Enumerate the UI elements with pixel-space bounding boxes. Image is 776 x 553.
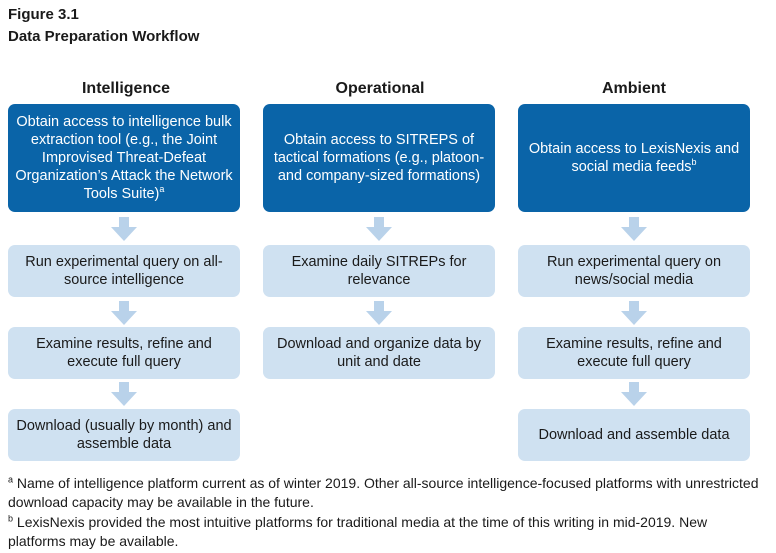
step-text: Download and assemble data: [538, 427, 730, 443]
down-arrow-icon: [621, 301, 647, 325]
footnote-b: b LexisNexis provided the most intuitive…: [8, 513, 768, 551]
figure-label: Figure 3.1: [8, 6, 79, 23]
step-text: Run experimental query on all-source int…: [25, 254, 223, 288]
down-arrow-icon: [111, 217, 137, 241]
intelligence-step-4: Download (usually by month) and assemble…: [8, 409, 240, 461]
footnote-text: LexisNexis provided the most intuitive p…: [8, 514, 708, 549]
down-arrow-icon: [111, 301, 137, 325]
footnote-a: a Name of intelligence platform current …: [8, 474, 768, 512]
column-heading-ambient: Ambient: [602, 80, 666, 97]
step-text: Examine results, refine and execute full…: [36, 336, 212, 370]
operational-step-2: Examine daily SITREPs for relevance: [263, 245, 495, 297]
operational-step-1: Obtain access to SITREPS of tactical for…: [263, 104, 495, 212]
down-arrow-icon: [366, 217, 392, 241]
step-text: Obtain access to intelligence bulk extra…: [15, 114, 233, 202]
step-text: Obtain access to SITREPS of tactical for…: [273, 132, 485, 184]
step-text: Run experimental query on news/social me…: [546, 254, 722, 288]
footnote-marker: a: [159, 184, 165, 195]
step-text: Examine daily SITREPs for relevance: [291, 254, 467, 288]
step-text: Examine results, refine and execute full…: [546, 336, 722, 370]
column-heading-operational: Operational: [335, 80, 425, 97]
down-arrow-icon: [621, 382, 647, 406]
footnote-marker: b: [691, 157, 697, 168]
down-arrow-icon: [366, 301, 392, 325]
step-text: Download and organize data by unit and d…: [277, 336, 481, 370]
figure-title: Data Preparation Workflow: [8, 28, 200, 45]
column-heading-intelligence: Intelligence: [81, 80, 171, 97]
step-text: Obtain access to LexisNexis and social m…: [528, 141, 740, 175]
ambient-step-3: Examine results, refine and execute full…: [518, 327, 750, 379]
ambient-step-2: Run experimental query on news/social me…: [518, 245, 750, 297]
intelligence-step-3: Examine results, refine and execute full…: [8, 327, 240, 379]
down-arrow-icon: [621, 217, 647, 241]
footnote-mark: b: [8, 513, 14, 524]
footnote-text: Name of intelligence platform current as…: [8, 475, 759, 510]
ambient-step-4: Download and assemble data: [518, 409, 750, 461]
footnote-mark: a: [8, 474, 14, 485]
operational-step-3: Download and organize data by unit and d…: [263, 327, 495, 379]
ambient-step-1: Obtain access to LexisNexis and social m…: [518, 104, 750, 212]
intelligence-step-1: Obtain access to intelligence bulk extra…: [8, 104, 240, 212]
intelligence-step-2: Run experimental query on all-source int…: [8, 245, 240, 297]
down-arrow-icon: [111, 382, 137, 406]
step-text: Download (usually by month) and assemble…: [16, 418, 232, 452]
